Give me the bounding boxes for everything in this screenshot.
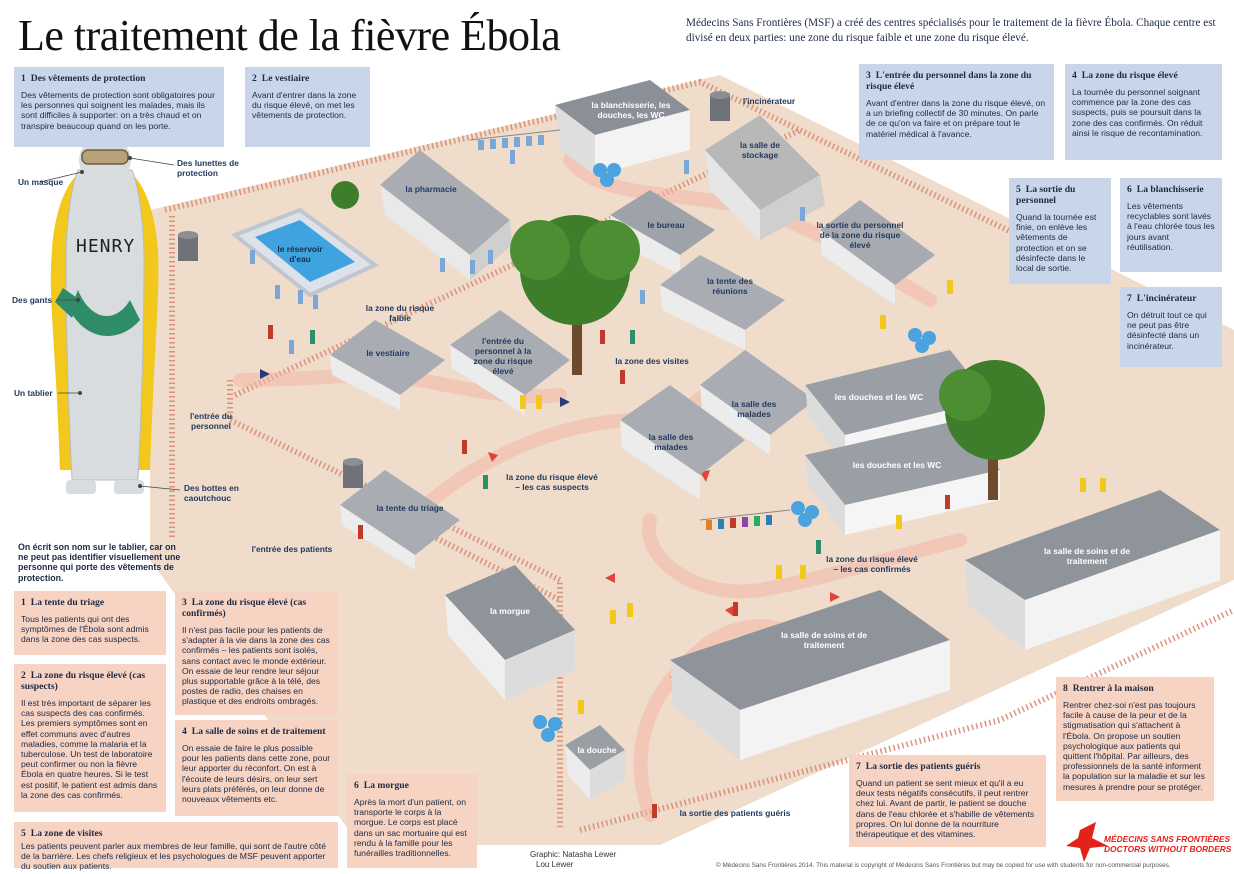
building-changing-room xyxy=(330,320,445,410)
laundry-line xyxy=(469,129,791,530)
label-apron: Un tablier xyxy=(14,388,53,398)
building-ward-2 xyxy=(700,350,815,455)
page-title: Le traitement de la fièvre Ébola xyxy=(18,11,561,60)
buildings xyxy=(178,80,1220,800)
building-ward-1 xyxy=(620,385,745,500)
map-label-triage: la tente du triage xyxy=(376,503,444,513)
bush xyxy=(331,181,359,209)
map-label-reservoir: le réservoir d'eau xyxy=(277,244,323,264)
building-meeting-tent xyxy=(660,255,785,350)
callout-lines xyxy=(39,155,181,491)
intro-text: Médecins Sans Frontières (MSF) a créé de… xyxy=(686,17,1216,44)
map-label-shower: la douche xyxy=(577,745,617,755)
map-label-ward-2: la salle des malades xyxy=(731,399,777,419)
map-label-staff-entry: l'entrée du personnel xyxy=(189,411,232,431)
building-triage-tent xyxy=(340,470,460,570)
map-label-pharmacy: la pharmacie xyxy=(405,184,457,194)
msf-logo: MÉDECINS SANS FRONTIÈRES DOCTORS WITHOUT… xyxy=(1104,834,1232,854)
map-label-changing-room: le vestiaire xyxy=(366,348,410,358)
map-label-treatment-1: la salle de soins et de traitement xyxy=(1043,546,1131,566)
map-label-meeting-tent: la tente des réunions xyxy=(706,276,754,296)
map-label-morgue: la morgue xyxy=(489,606,531,616)
incinerator-barrel xyxy=(710,91,730,121)
building-treatment-1 xyxy=(965,490,1220,650)
label-boots: Des bottes en caoutchouc xyxy=(184,483,239,503)
tree-right xyxy=(939,360,1045,500)
tree-center xyxy=(510,215,640,375)
building-reservoir xyxy=(231,207,379,298)
map-label-staff-entry-zone: l'entrée du personnel à la zone du risqu… xyxy=(473,336,533,376)
label-mask: Un masque xyxy=(18,177,64,187)
map-label-ward-1: la salle des malades xyxy=(648,432,694,452)
building-laundry xyxy=(555,80,690,175)
map-label-incinerator: l'incinérateur xyxy=(742,96,796,106)
label-goggles: Des lunettes de protection xyxy=(177,158,239,178)
map-label-suspect-zone: la zone du risque élevé – les cas suspec… xyxy=(506,472,598,492)
barrel-2 xyxy=(178,231,198,261)
map-label-showers-1: les douches et les WC xyxy=(834,392,924,402)
map-label-laundry: la blanchisserie, les douches, les WC xyxy=(591,100,671,120)
building-showers-2 xyxy=(805,420,1000,535)
people xyxy=(250,150,1106,818)
building-shower-small xyxy=(565,725,625,800)
apron-name: HENRY xyxy=(76,236,136,257)
building-staff-exit xyxy=(820,200,935,305)
map-label-confirmed-zone: la zone du risque élevé – les cas confir… xyxy=(826,554,918,574)
map-label-office: le bureau xyxy=(647,220,685,230)
copyright-notice: © Médecins Sans Frontières 2014. This ma… xyxy=(716,862,1171,869)
map-label-showers-2: les douches et les WC xyxy=(852,460,942,470)
barrel-3 xyxy=(343,458,363,488)
map-label-low-risk: la zone du risque faible xyxy=(365,303,435,323)
map-label-patient-entry: l'entrée des patients xyxy=(251,544,333,554)
map-label-staff-exit: la sortie du personnel de la zone du ris… xyxy=(816,220,904,250)
map-label-visits: la zone des visites xyxy=(615,356,689,366)
protective-suit-figure xyxy=(39,136,181,494)
label-gloves: Des gants xyxy=(12,295,53,305)
msf-logo-mark xyxy=(1066,822,1108,862)
building-morgue xyxy=(445,565,575,700)
building-storage xyxy=(705,115,825,240)
apron-note: On écrit son nom sur le tablier, car on … xyxy=(18,542,181,583)
building-staff-entry xyxy=(450,310,570,415)
map-label-recovered-exit: la sortie des patients guéris xyxy=(679,808,791,818)
water-tanks xyxy=(533,163,936,742)
building-treatment-2 xyxy=(670,590,950,760)
map-label-storage: la salle de stockage xyxy=(739,140,781,160)
graphic-credit: Graphic: Natasha Lewer Lou Lewer xyxy=(530,850,617,869)
map-label-treatment-2: la salle de soins et de traitement xyxy=(780,630,868,650)
